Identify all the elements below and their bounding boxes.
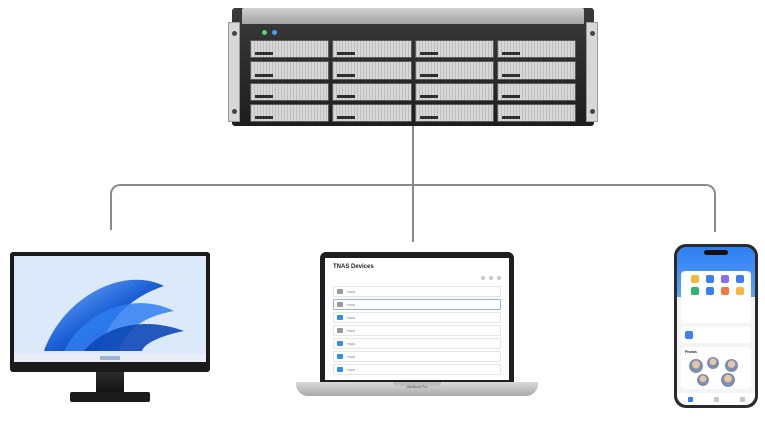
power-led-icon — [262, 30, 267, 35]
device-name: TNAS — [347, 289, 356, 294]
app-icon — [735, 275, 744, 283]
phone-app-tile[interactable] — [732, 275, 747, 283]
device-name: TNAS — [347, 354, 356, 359]
connector-drop-left — [110, 196, 112, 230]
drive-bay — [414, 40, 494, 59]
phone-banner[interactable] — [681, 327, 751, 343]
monitor-stand — [96, 372, 124, 394]
phone-app-tile[interactable] — [687, 287, 702, 295]
banner-icon — [685, 331, 693, 339]
rack-server-icon — [228, 8, 598, 126]
drive-bay — [250, 103, 330, 122]
table-row[interactable]: TNAS — [333, 351, 501, 362]
tab-files-icon[interactable] — [713, 396, 719, 402]
nas-device-icon — [337, 328, 343, 333]
app-toolbar — [481, 276, 501, 280]
app-icon — [720, 275, 729, 283]
refresh-icon[interactable] — [481, 276, 485, 280]
device-name: TNAS — [347, 302, 356, 307]
phone-app-tile[interactable] — [687, 275, 702, 283]
table-row[interactable]: TNAS — [333, 364, 501, 375]
drive-bay — [332, 61, 412, 80]
phone-app-tile[interactable] — [702, 287, 717, 295]
phone-app-tile[interactable] — [717, 287, 732, 295]
drive-bay — [332, 82, 412, 101]
device-name: TNAS — [347, 367, 356, 372]
laptop-notch — [393, 382, 441, 386]
drive-bay — [332, 40, 412, 59]
drive-bays — [250, 40, 576, 122]
smartphone-icon: Photos — [674, 244, 758, 408]
device-name: TNAS — [347, 315, 356, 320]
phone-app-tile[interactable] — [732, 287, 747, 295]
drive-bay — [414, 103, 494, 122]
drive-bay — [496, 82, 576, 101]
face-thumbnail — [725, 359, 738, 372]
phone-photo-card[interactable]: Photos — [681, 347, 751, 389]
tab-profile-icon[interactable] — [739, 396, 745, 402]
device-list: TNAS TNAS TNAS TNAS TNAS TNAS TNAS — [333, 286, 501, 377]
connector-corner-left — [110, 184, 124, 198]
tab-home-icon[interactable] — [687, 396, 693, 402]
connector-drop-right — [714, 196, 716, 232]
app-title: TNAS Devices — [333, 264, 374, 270]
drive-bay — [496, 40, 576, 59]
status-led-icon — [272, 30, 277, 35]
photo-card-title: Photos — [685, 350, 697, 354]
table-row[interactable]: TNAS — [333, 338, 501, 349]
monitor-screen — [14, 256, 206, 362]
drive-bay — [250, 82, 330, 101]
table-row[interactable]: TNAS — [333, 286, 501, 297]
nas-device-icon — [337, 315, 343, 320]
connector-corner-right — [702, 184, 716, 198]
app-icon — [720, 287, 729, 295]
server-top-panel — [242, 8, 584, 24]
app-icon — [705, 287, 714, 295]
menu-icon[interactable] — [497, 276, 501, 280]
rack-ear-right — [586, 22, 598, 122]
dynamic-island — [704, 250, 728, 255]
settings-icon[interactable] — [489, 276, 493, 280]
drive-bay — [250, 61, 330, 80]
phone-app-tile[interactable] — [702, 275, 717, 283]
nas-device-icon — [337, 354, 343, 359]
device-name: TNAS — [347, 341, 356, 346]
drive-bay — [250, 40, 330, 59]
desktop-monitor-icon — [10, 252, 210, 372]
phone-app-grid — [687, 275, 747, 295]
device-name: TNAS — [347, 328, 356, 333]
connector-bus — [124, 184, 702, 186]
table-row[interactable]: TNAS — [333, 312, 501, 323]
face-thumbnail — [707, 357, 719, 369]
drive-bay — [496, 61, 576, 80]
face-thumbnail — [689, 359, 703, 373]
nas-device-icon — [337, 341, 343, 346]
phone-app-tile[interactable] — [717, 275, 732, 283]
drive-bay — [332, 103, 412, 122]
table-row[interactable]: TNAS — [333, 299, 501, 310]
monitor-base — [70, 392, 150, 402]
phone-tab-bar — [677, 393, 755, 405]
face-thumbnail — [697, 374, 709, 386]
face-thumbnail — [721, 373, 735, 387]
phone-app-card — [681, 271, 751, 323]
windows-bloom-icon — [14, 256, 206, 362]
drive-bay — [414, 61, 494, 80]
drive-bay — [496, 103, 576, 122]
app-icon — [705, 275, 714, 283]
laptop-base: MacBook Pro — [296, 382, 538, 396]
laptop-brand-label: MacBook Pro — [406, 385, 428, 389]
nas-device-icon — [337, 367, 343, 372]
nas-device-icon — [337, 289, 343, 294]
phone-screen: Photos — [677, 247, 755, 405]
table-row[interactable]: TNAS — [333, 325, 501, 336]
drive-bay — [414, 82, 494, 101]
app-icon — [690, 275, 699, 283]
app-icon — [690, 287, 699, 295]
app-icon — [735, 287, 744, 295]
rack-ear-left — [228, 22, 240, 122]
nas-device-icon — [337, 302, 343, 307]
